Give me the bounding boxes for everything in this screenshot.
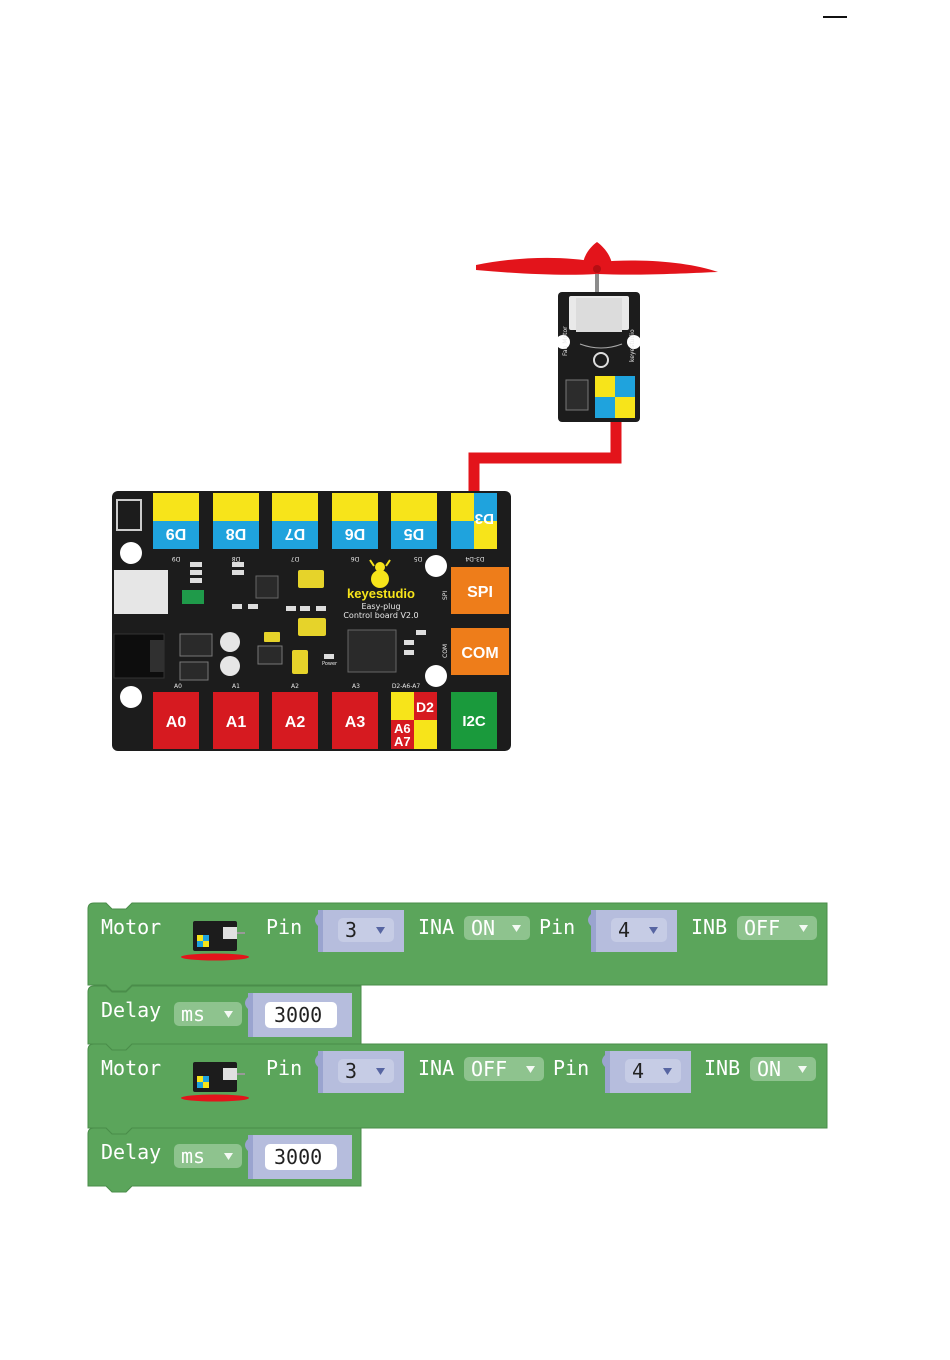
port-a2: A2	[272, 692, 318, 749]
inb-dropdown[interactable]: OFF	[737, 916, 817, 940]
pin-b-label: Pin	[539, 915, 575, 939]
svg-text:I2C: I2C	[462, 713, 486, 730]
board-logo-icon	[370, 560, 390, 588]
port-d6: D6	[332, 493, 378, 549]
motor-block[interactable]: Motor Pin 3 INA ON Pin 4 INB OFF	[88, 903, 827, 991]
port-d3-d4: D3	[451, 493, 497, 549]
delay-value-field[interactable]: 3000	[265, 1144, 337, 1170]
silk-label: D5	[414, 555, 423, 562]
ina-dropdown[interactable]: ON	[464, 916, 530, 940]
silk-com: COM	[442, 644, 449, 658]
port-label: D6	[345, 525, 366, 542]
port-label: A2	[285, 714, 306, 731]
pin-b-dropdown[interactable]: 4	[625, 1059, 681, 1083]
port-spi: SPI	[451, 567, 509, 614]
port-d8: D8	[213, 493, 259, 549]
silk-power: Power	[322, 661, 338, 667]
inb-dropdown-value: OFF	[744, 916, 780, 940]
delay-unit-dropdown-value: ms	[181, 1002, 205, 1026]
port-d2-label: D2	[416, 699, 434, 715]
block-label: Delay	[101, 1140, 161, 1164]
ina-dropdown-value: OFF	[471, 1057, 507, 1081]
delay-unit-dropdown[interactable]: ms	[174, 1002, 242, 1026]
silk-label: D6	[351, 555, 360, 562]
port-label: D8	[226, 525, 247, 542]
delay-value: 3000	[274, 1003, 322, 1027]
pin-a-label: Pin	[266, 915, 302, 939]
connection-cable	[474, 420, 616, 494]
ina-label: INA	[418, 915, 454, 939]
silk-label: A2	[291, 683, 299, 690]
block-label: Motor	[101, 1056, 161, 1080]
svg-text:SPI: SPI	[467, 584, 493, 601]
module-name-right: keyestudio	[629, 329, 636, 362]
port-label: D9	[166, 525, 187, 542]
pin-a-label: Pin	[266, 1056, 302, 1080]
pin-a-dropdown-value: 3	[345, 918, 357, 942]
block-program: MotorPin3INAONPin4INBOFFDelayms3000Motor…	[0, 860, 950, 1360]
port-a1: A1	[213, 692, 259, 749]
port-a7-label: A7	[394, 734, 411, 749]
pin-a-dropdown[interactable]: 3	[338, 918, 394, 942]
svg-text:COM: COM	[461, 645, 498, 662]
silk-label: D7	[291, 555, 300, 562]
silk-label: D8	[232, 555, 241, 562]
inb-label: INB	[691, 915, 727, 939]
port-label: D5	[404, 525, 425, 542]
silk-label: A1	[232, 683, 240, 690]
module-name-left: Fan Motor	[562, 326, 569, 356]
silk-label: D2-A6-A7	[392, 683, 421, 690]
port-label: D7	[285, 525, 306, 542]
port-d9: D9	[153, 493, 199, 549]
inb-dropdown[interactable]: ON	[750, 1057, 816, 1081]
port-a3: A3	[332, 692, 378, 749]
board-subtitle-2: Control board V2.0	[343, 611, 418, 620]
silk-label: A3	[352, 683, 360, 690]
pin-b-label: Pin	[553, 1056, 589, 1080]
silk-label: A0	[174, 683, 182, 690]
pin-b-dropdown[interactable]: 4	[611, 918, 667, 942]
inb-label: INB	[704, 1056, 740, 1080]
pin-a-dropdown-value: 3	[345, 1059, 357, 1083]
motor-block[interactable]: Motor Pin 3 INA OFF Pin 4 INB ON	[88, 1044, 827, 1134]
silk-label: D9	[172, 555, 181, 562]
fan-motor-module: Fan Motor keyestudio	[556, 292, 641, 422]
port-label: A3	[345, 714, 366, 731]
port-d5: D5	[391, 493, 437, 549]
port-d2-a6-a7: D2 A6 A7	[391, 692, 437, 749]
pin-b-dropdown-value: 4	[618, 918, 630, 942]
wiring-diagram: Fan Motor keyestudio	[0, 0, 950, 860]
port-label: A1	[226, 714, 247, 731]
port-i2c: I2C	[451, 692, 497, 749]
propeller	[476, 242, 718, 296]
block-label: Delay	[101, 998, 161, 1022]
port-a0: A0	[153, 692, 199, 749]
delay-value: 3000	[274, 1145, 322, 1169]
port-d7: D7	[272, 493, 318, 549]
control-board: keyestudio Easy-plug Control board V2.0 …	[112, 491, 511, 751]
block-label: Motor	[101, 915, 161, 939]
port-label: A0	[166, 714, 187, 731]
delay-unit-dropdown[interactable]: ms	[174, 1144, 242, 1168]
board-subtitle-1: Easy-plug	[361, 602, 400, 611]
ina-dropdown-value: ON	[471, 916, 495, 940]
ina-dropdown[interactable]: OFF	[464, 1057, 544, 1081]
delay-unit-dropdown-value: ms	[181, 1144, 205, 1168]
inb-dropdown-value: ON	[757, 1057, 781, 1081]
board-brand: keyestudio	[347, 586, 415, 601]
delay-value-field[interactable]: 3000	[265, 1002, 337, 1028]
port-d3-label: D3	[475, 510, 494, 527]
port-com: COM	[451, 628, 509, 675]
pin-b-dropdown-value: 4	[632, 1059, 644, 1083]
ina-label: INA	[418, 1056, 454, 1080]
silk-label: D3-D4	[465, 555, 484, 562]
pin-a-dropdown[interactable]: 3	[338, 1059, 394, 1083]
silk-spi: SPI	[442, 591, 449, 600]
